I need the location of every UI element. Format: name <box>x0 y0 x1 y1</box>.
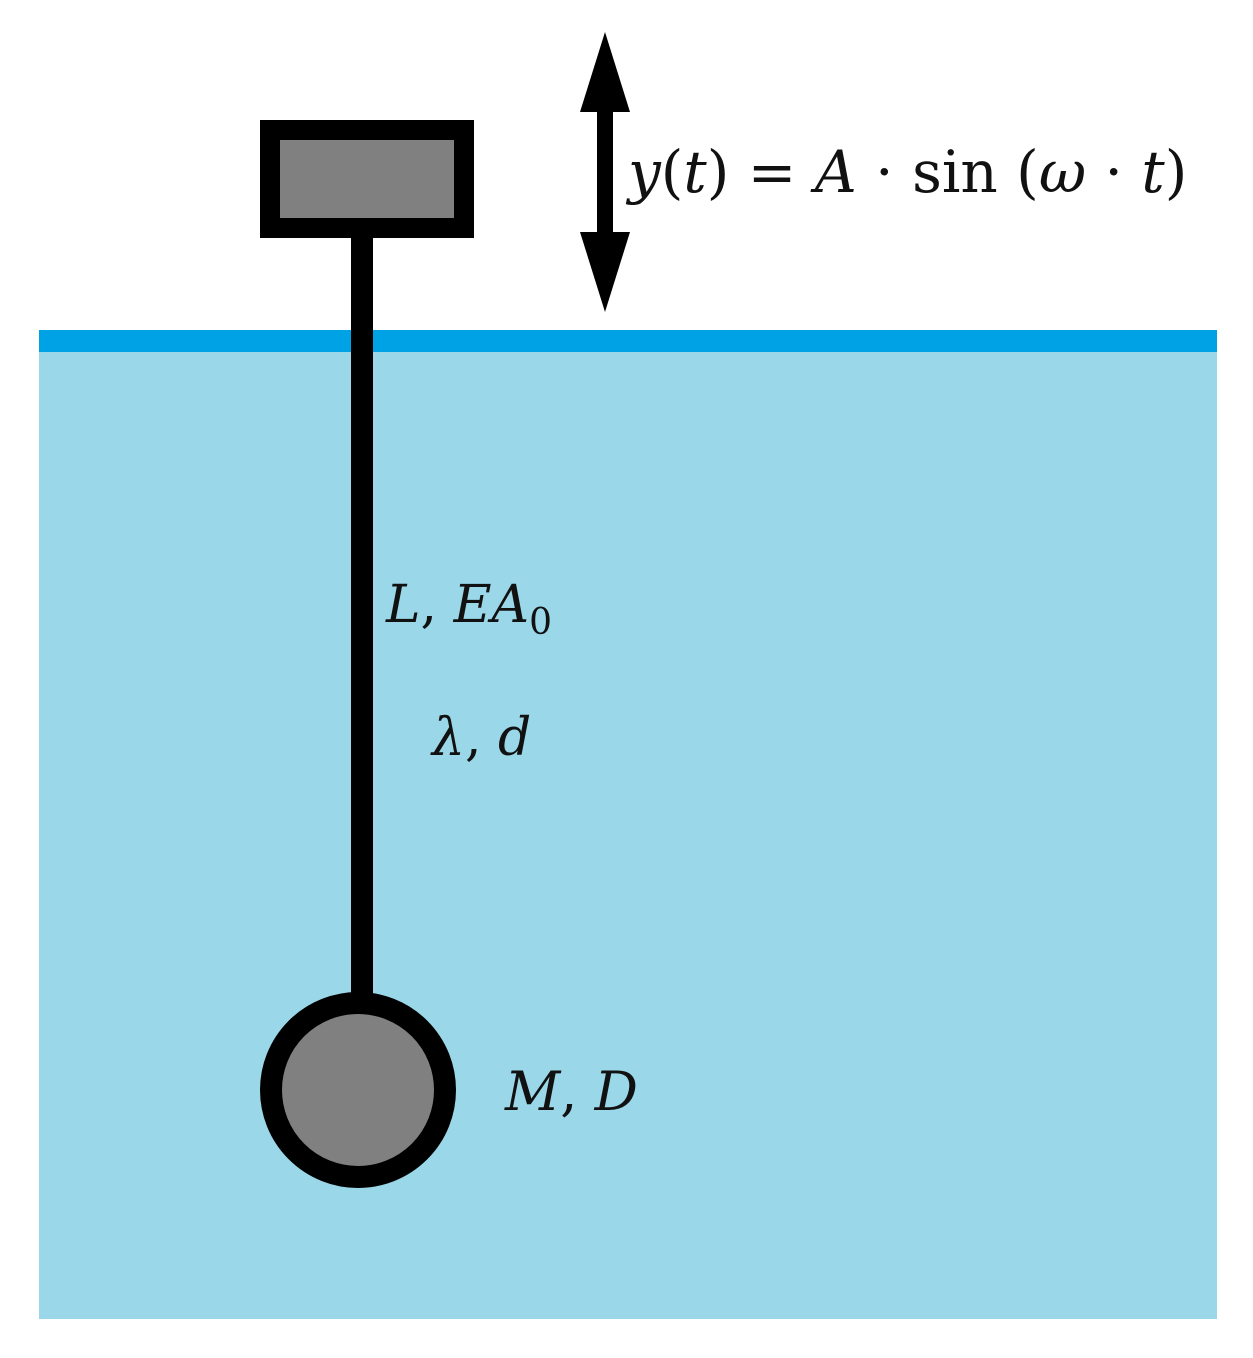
eq-amplitude: A <box>810 138 857 206</box>
eq-paren-open: ( <box>998 138 1039 206</box>
motion-equation: y(t) = A · sin (ω · t) <box>625 138 1187 206</box>
label-M: M <box>504 1060 562 1123</box>
label-comma-1: , <box>421 575 454 635</box>
eq-y: y <box>625 138 662 206</box>
eq-dot-1: · <box>857 138 912 206</box>
mass-property-label: M, D <box>504 1060 638 1123</box>
eq-sin: sin <box>912 138 998 206</box>
label-D: D <box>594 1060 638 1123</box>
water-surface-line <box>39 330 1217 352</box>
eq-paren-close: ) <box>1165 138 1188 206</box>
eq-t: t <box>1141 138 1165 206</box>
label-L: L <box>385 575 421 635</box>
submerged-mass <box>260 992 456 1188</box>
cable-property-label: L, EA0 <box>385 575 552 643</box>
eq-close-paren: ) <box>707 138 730 206</box>
label-d: d <box>498 708 531 768</box>
label-EA: EA <box>453 575 530 635</box>
cable <box>351 232 373 1007</box>
label-comma-2: , <box>465 708 498 768</box>
eq-omega: ω <box>1039 138 1086 206</box>
eq-dot-2: · <box>1086 138 1141 206</box>
vessel-block <box>260 120 474 238</box>
eq-open-paren: ( <box>661 138 684 206</box>
eq-t-lhs: t <box>683 138 707 206</box>
water-body <box>39 342 1217 1319</box>
eq-equals: = <box>729 138 814 206</box>
double-headed-vertical-arrow-icon <box>580 32 630 312</box>
label-lambda: λ <box>430 708 465 768</box>
cable-dynamics-label: λ, d <box>430 708 531 768</box>
label-subscript-0: 0 <box>529 602 552 643</box>
label-comma-3: , <box>560 1060 594 1123</box>
